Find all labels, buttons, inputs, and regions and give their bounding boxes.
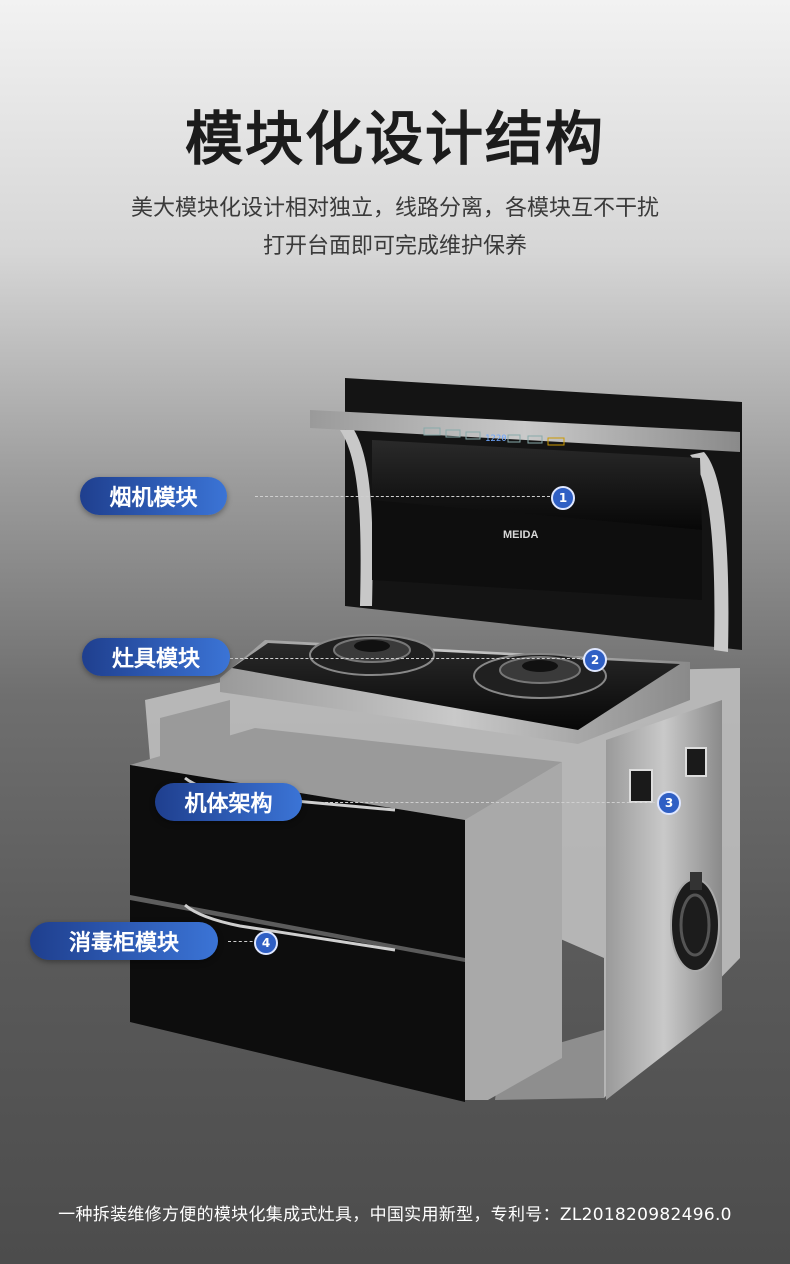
- marker-3: 3: [657, 791, 681, 815]
- drawer-side: [465, 762, 562, 1100]
- hood-lower-panel: [372, 500, 702, 600]
- burner-right: [473, 653, 607, 699]
- hood-left-arm: [340, 430, 373, 606]
- hood-top-trim: [310, 410, 740, 452]
- lower-drawer-handle: [184, 903, 396, 952]
- patent-footer: 一种拆装维修方便的模块化集成式灶具，中国实用新型，专利号：ZL201820982…: [58, 1205, 732, 1225]
- subtitle-line-1: 美大模块化设计相对独立，线路分离，各模块互不干扰: [130, 196, 659, 221]
- side-handle-slot-1: [629, 769, 653, 803]
- side-fan: [670, 872, 720, 972]
- drawer-top-surface: [130, 728, 562, 820]
- marker-4: 4: [254, 931, 278, 955]
- label-hood-module: 烟机模块: [80, 477, 227, 515]
- brand-logo: MEIDA: [503, 529, 539, 541]
- callout-line-3: [325, 802, 660, 803]
- label-frame-structure: 机体架构: [155, 783, 302, 821]
- label-disinfection-module: 消毒柜模块: [30, 922, 218, 960]
- label-cooktop-module: 灶具模块: [82, 638, 230, 676]
- cooktop: [220, 634, 690, 744]
- control-buttons: [423, 427, 565, 446]
- range-hood: 1220 MEIDA: [310, 378, 742, 652]
- hood-display: 1220: [485, 434, 507, 444]
- callout-line-1: [255, 496, 555, 497]
- callout-line-2: [230, 658, 585, 659]
- marker-1: 1: [551, 486, 575, 510]
- burner-left: [309, 634, 435, 676]
- hood-right-arm: [690, 452, 729, 652]
- disinfection-cabinet: [130, 728, 562, 1102]
- side-handle-slot-2: [685, 747, 707, 777]
- marker-2: 2: [583, 648, 607, 672]
- subtitle-line-2: 打开台面即可完成维护保养: [262, 234, 527, 259]
- callout-line-4: [228, 941, 258, 942]
- page-title: 模块化设计结构: [184, 105, 605, 173]
